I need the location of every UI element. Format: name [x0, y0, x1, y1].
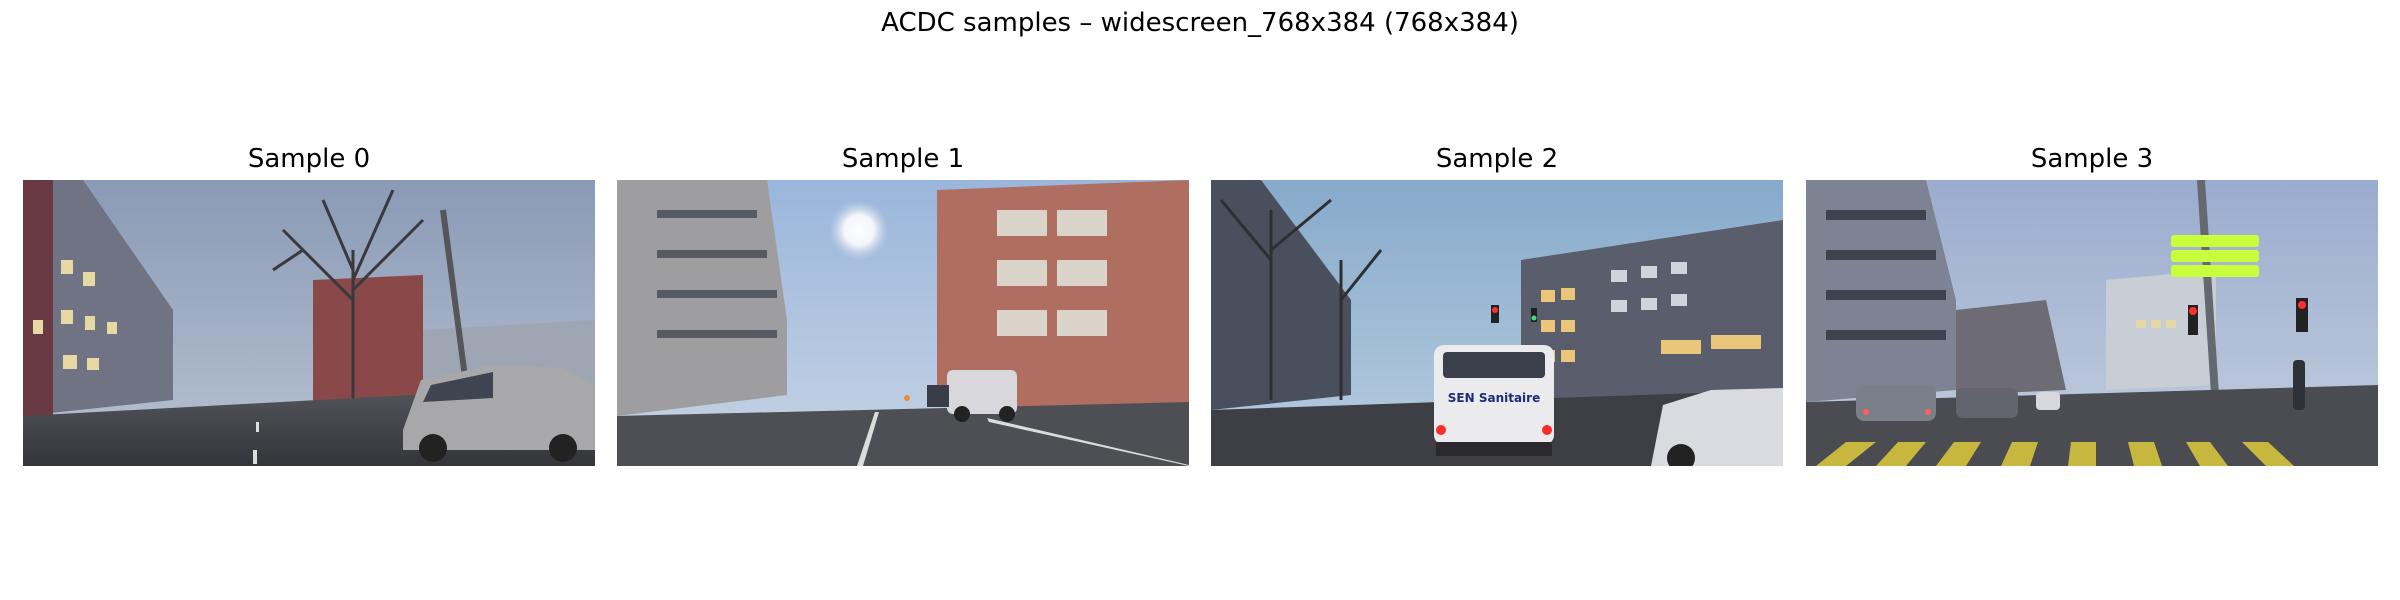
sample-image-0	[23, 180, 595, 466]
direction-sign-bottom	[2171, 265, 2259, 277]
sample-image-2: SEN Sanitaire	[1211, 180, 1783, 466]
sample-panel-2: Sample 2	[1211, 142, 1783, 466]
sample-title-3: Sample 3	[2030, 144, 2154, 174]
sample-panel-3: Sample 3	[1806, 142, 2378, 466]
sample-panel-0: Sample 0	[23, 142, 595, 466]
sample-image-3	[1806, 180, 2378, 466]
sample-title-1: Sample 1	[841, 144, 965, 174]
van-lettering: SEN Sanitaire	[1448, 391, 1540, 405]
direction-sign-middle	[2171, 250, 2259, 262]
sample-panel-1: Sample 1	[617, 142, 1189, 466]
sample-title-2: Sample 2	[1435, 144, 1559, 174]
figure-title: ACDC samples – widescreen_768x384 (768x3…	[881, 8, 1519, 38]
direction-sign-top	[2171, 235, 2259, 247]
sample-title-0: Sample 0	[247, 144, 371, 174]
sample-image-1	[617, 180, 1189, 466]
